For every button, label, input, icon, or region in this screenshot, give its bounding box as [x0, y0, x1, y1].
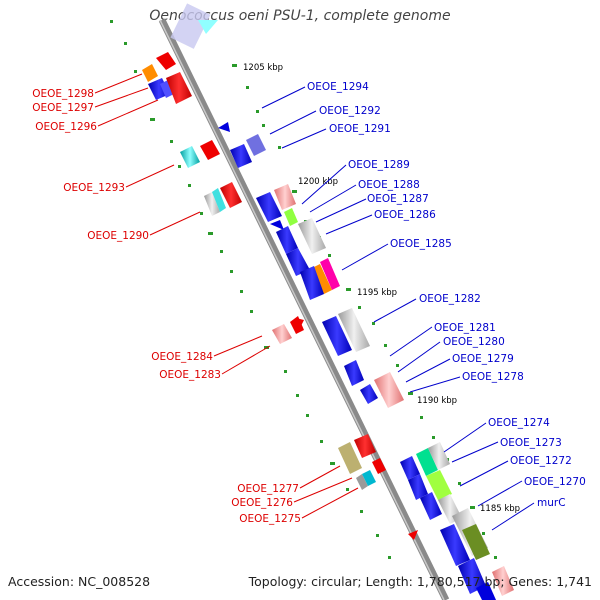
label-oeoe-1278[interactable]: OEOE_1278: [462, 371, 524, 383]
gene-pink-last[interactable]: [492, 566, 514, 596]
label-oeoe-1272[interactable]: OEOE_1272: [510, 455, 572, 467]
gene-oeoe-1285b[interactable]: [286, 248, 310, 276]
gene-oeoe-1270[interactable]: [420, 492, 442, 520]
gene-small-blue-a[interactable]: [218, 122, 230, 132]
gene-oeoe-1278[interactable]: [374, 372, 404, 408]
gene-oeoe-1276[interactable]: [372, 458, 386, 474]
label-oeoe-1280[interactable]: OEOE_1280: [443, 336, 505, 348]
gene-oeoe-1273b[interactable]: [428, 442, 450, 470]
label-oeoe-1290[interactable]: OEOE_1290: [87, 230, 149, 242]
label-oeoe-1281[interactable]: OEOE_1281: [434, 322, 496, 334]
genome-summary-text: Topology: circular; Length: 1,780,517 bp…: [248, 574, 592, 589]
gene-oeoe-1277[interactable]: [338, 442, 362, 474]
label-oeoe-1287[interactable]: OEOE_1287: [367, 193, 429, 205]
kbp-tick-1190: 1190 kbp: [417, 396, 457, 406]
kbp-tick-1185: 1185 kbp: [480, 504, 520, 514]
label-oeoe-1282[interactable]: OEOE_1282: [419, 293, 481, 305]
gene-oeoe-1293-red[interactable]: [200, 140, 220, 160]
label-oeoe-1296[interactable]: OEOE_1296: [35, 121, 97, 133]
gene-oeoe-1282b[interactable]: [338, 308, 370, 352]
label-oeoe-1291[interactable]: OEOE_1291: [329, 123, 391, 135]
kbp-tick-1200: 1200 kbp: [298, 177, 338, 187]
gene-oeoe-1283b[interactable]: [296, 318, 304, 328]
kbp-tick-1205: 1205 kbp: [243, 63, 283, 73]
gene-magenta-1[interactable]: [320, 258, 340, 290]
gene-oeoe-1281[interactable]: [344, 360, 364, 386]
label-oeoe-1292[interactable]: OEOE_1292: [319, 105, 381, 117]
label-oeoe-1276[interactable]: OEOE_1276: [231, 497, 293, 509]
gene-oeoe-1291[interactable]: [246, 134, 266, 156]
label-oeoe-1273[interactable]: OEOE_1273: [500, 437, 562, 449]
gene-oeoe-1290[interactable]: [220, 182, 242, 208]
gene-olive-1[interactable]: [462, 524, 490, 560]
label-oeoe-1293[interactable]: OEOE_1293: [63, 182, 125, 194]
right-genes: [218, 122, 514, 600]
label-oeoe-1298[interactable]: OEOE_1298: [32, 88, 94, 100]
gene-oeoe-1297-red[interactable]: [156, 52, 176, 70]
gene-oeoe-1296[interactable]: [166, 72, 192, 104]
gene-oeoe-1290-gray[interactable]: [204, 192, 220, 216]
gene-oeoe-1279[interactable]: [360, 384, 378, 404]
label-oeoe-1279[interactable]: OEOE_1279: [452, 353, 514, 365]
top-gene-cyan: [198, 20, 218, 34]
gene-oeoe-1285[interactable]: [298, 218, 326, 254]
gene-oeoe-1284[interactable]: [272, 324, 292, 344]
label-oeoe-1274[interactable]: OEOE_1274: [488, 417, 550, 429]
gene-oeoe-1290-cyan[interactable]: [212, 188, 226, 212]
gene-oeoe-1272b[interactable]: [408, 474, 428, 500]
label-oeoe-1275[interactable]: OEOE_1275: [239, 513, 301, 525]
gene-oeoe-1287[interactable]: [284, 208, 298, 226]
label-oeoe-1270[interactable]: OEOE_1270: [524, 476, 586, 488]
label-oeoe-1289[interactable]: OEOE_1289: [348, 159, 410, 171]
gene-oeoe-1286b[interactable]: [276, 226, 298, 254]
left-labels: OEOE_1298 OEOE_1297 OEOE_1296 OEOE_1293 …: [32, 88, 301, 525]
gene-oeoe-1282[interactable]: [322, 316, 352, 356]
label-oeoe-1277[interactable]: OEOE_1277: [237, 483, 299, 495]
gene-oeoe-1283[interactable]: [290, 316, 304, 334]
gene-small-red-1: [408, 530, 418, 540]
top-gene-faint: [170, 3, 211, 49]
gene-blue-last3[interactable]: [476, 582, 496, 600]
gene-oeoe-1289[interactable]: [256, 192, 282, 222]
tick-dots-outer: [110, 20, 391, 559]
gene-oeoe-1274[interactable]: [400, 456, 420, 480]
gene-oeoe-1273[interactable]: [416, 448, 438, 476]
label-oeoe-1294[interactable]: OEOE_1294: [307, 81, 369, 93]
label-murc[interactable]: murC: [537, 497, 566, 509]
gene-oeoe-1292[interactable]: [230, 144, 252, 168]
gene-oeoe-1272[interactable]: [426, 470, 452, 500]
label-oeoe-1286[interactable]: OEOE_1286: [374, 209, 436, 221]
gene-blue-1285c[interactable]: [300, 266, 324, 300]
right-labels: OEOE_1294 OEOE_1292 OEOE_1291 OEOE_1289 …: [307, 81, 586, 509]
gene-oeoe-1275[interactable]: [356, 474, 368, 490]
gene-oeoe-1297b[interactable]: [160, 80, 174, 98]
map-title: Oenococcus oeni PSU-1, complete genome: [149, 8, 451, 24]
gene-blue-last[interactable]: [440, 524, 470, 566]
backbone-highlight: [159, 19, 445, 600]
genome-backbone: [158, 18, 450, 600]
gene-oeoe-1277b[interactable]: [354, 434, 376, 458]
label-oeoe-1288[interactable]: OEOE_1288: [358, 179, 420, 191]
left-genes: [142, 52, 418, 540]
label-oeoe-1297[interactable]: OEOE_1297: [32, 102, 94, 114]
label-oeoe-1285[interactable]: OEOE_1285: [390, 238, 452, 250]
label-oeoe-1283[interactable]: OEOE_1283: [159, 369, 221, 381]
gene-blue-last2[interactable]: [458, 558, 486, 594]
label-oeoe-1284[interactable]: OEOE_1284: [151, 351, 213, 363]
right-leader-lines: [261, 86, 535, 531]
gene-orange-1[interactable]: [312, 264, 332, 294]
gene-oeoe-1286[interactable]: [270, 220, 284, 230]
gene-oeoe-1293-cyan[interactable]: [180, 146, 200, 168]
left-leader-lines: [94, 73, 359, 519]
gene-oeoe-1288[interactable]: [274, 184, 296, 210]
kbp-tick-1195: 1195 kbp: [357, 288, 397, 298]
accession-text: Accession: NC_008528: [8, 574, 151, 589]
gene-oeoe-1298[interactable]: [142, 64, 158, 82]
gene-oeoe-1275b[interactable]: [362, 470, 376, 486]
